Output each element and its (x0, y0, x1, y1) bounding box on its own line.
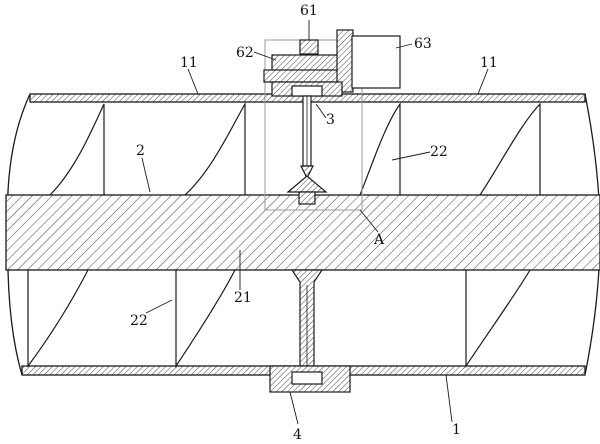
lower-helical-blades (27, 269, 531, 368)
label-4: 4 (293, 427, 302, 443)
label-61: 61 (300, 3, 318, 19)
label-63: 63 (414, 36, 432, 52)
label-2: 2 (136, 143, 145, 159)
bottom-support (269, 269, 351, 393)
center-shaft (5, 194, 600, 271)
label-3: 3 (326, 112, 335, 128)
label-22-upper: 22 (430, 144, 448, 160)
label-a: A (373, 232, 385, 248)
label-22-lower: 22 (130, 313, 148, 329)
label-1: 1 (452, 422, 461, 438)
label-11-left: 11 (180, 55, 198, 71)
label-11-right: 11 (480, 55, 498, 71)
label-21: 21 (234, 290, 252, 306)
label-62: 62 (236, 45, 254, 61)
top-drive-assembly (263, 29, 401, 205)
right-end-curve (584, 93, 600, 376)
leader-lines (141, 20, 489, 425)
upper-helical-blades (49, 101, 541, 196)
